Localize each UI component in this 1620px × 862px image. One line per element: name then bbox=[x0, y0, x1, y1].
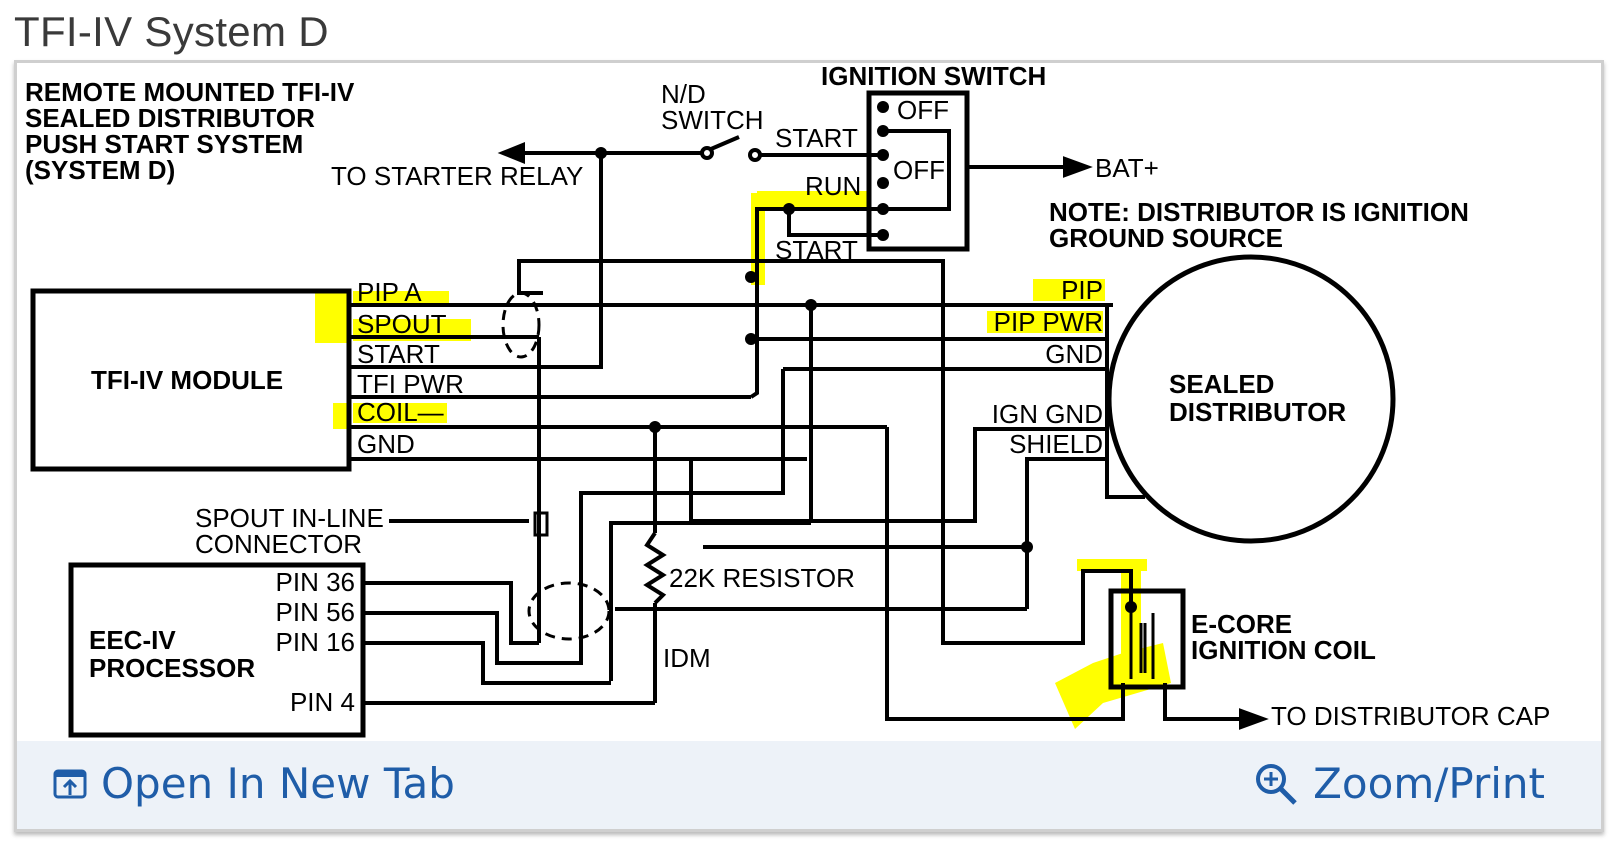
module-pin-pip-a: PIP A bbox=[357, 277, 422, 307]
open-in-new-tab-label: Open In New Tab bbox=[101, 759, 455, 808]
page-title: TFI-IV System D bbox=[14, 8, 329, 55]
open-in-new-tab-link[interactable]: Open In New Tab bbox=[53, 759, 455, 808]
resistor-label: 22K RESISTOR bbox=[669, 563, 855, 593]
note-line-1: NOTE: DISTRIBUTOR IS IGNITION bbox=[1049, 197, 1469, 227]
distributor-label-1: SEALED bbox=[1169, 369, 1274, 399]
dist-pin-pip: PIP bbox=[1061, 275, 1103, 305]
idm-label: IDM bbox=[663, 643, 711, 673]
ignition-switch-box bbox=[866, 90, 970, 252]
nd-switch-label-2: SWITCH bbox=[661, 105, 764, 135]
distributor-label-2: DISTRIBUTOR bbox=[1169, 397, 1346, 427]
to-starter-relay-label: TO STARTER RELAY bbox=[331, 161, 583, 191]
eec-pin-16: PIN 16 bbox=[276, 627, 356, 657]
zoom-in-icon bbox=[1256, 763, 1297, 805]
dist-pin-ign-gnd: IGN GND bbox=[992, 399, 1103, 429]
ignition-run-label: RUN bbox=[805, 171, 861, 201]
eec-pin-36: PIN 36 bbox=[276, 567, 356, 597]
heading-line-2: SEALED DISTRIBUTOR bbox=[25, 103, 315, 133]
ignition-off-1: OFF bbox=[897, 95, 949, 125]
nd-switch-label-1: N/D bbox=[661, 79, 706, 109]
tfi-module-box bbox=[30, 288, 352, 472]
wiring-diagram: REMOTE MOUNTED TFI-IV SEALED DISTRIBUTOR… bbox=[25, 63, 1550, 738]
heading-line-4: (SYSTEM D) bbox=[25, 155, 175, 185]
dist-pin-gnd: GND bbox=[1045, 339, 1103, 369]
distributor-circle bbox=[1106, 254, 1396, 544]
note-line-2: GROUND SOURCE bbox=[1049, 223, 1283, 253]
module-pin-coil: COIL— bbox=[357, 397, 444, 427]
spout-connector-label-2: CONNECTOR bbox=[195, 529, 362, 559]
ignition-start-label: START bbox=[775, 123, 858, 153]
heading-line-1: REMOTE MOUNTED TFI-IV bbox=[25, 77, 355, 107]
tfi-module-label: TFI-IV MODULE bbox=[91, 365, 283, 395]
zoom-print-link[interactable]: Zoom/Print bbox=[1253, 759, 1545, 808]
ignition-coil-box bbox=[1108, 588, 1186, 690]
spout-connector-label-1: SPOUT IN-LINE bbox=[195, 503, 384, 533]
to-distributor-cap-label: TO DISTRIBUTOR CAP bbox=[1271, 701, 1550, 731]
open-new-tab-icon bbox=[53, 769, 87, 798]
dist-pin-pip-pwr: PIP PWR bbox=[994, 307, 1103, 337]
eec-label-2: PROCESSOR bbox=[89, 653, 255, 683]
diagram-card: REMOTE MOUNTED TFI-IV SEALED DISTRIBUTOR… bbox=[14, 60, 1604, 832]
eec-processor-box bbox=[68, 562, 366, 738]
eec-pin-56: PIN 56 bbox=[276, 597, 356, 627]
heading-line-3: PUSH START SYSTEM bbox=[25, 129, 303, 159]
bat-plus-label: BAT+ bbox=[1095, 153, 1159, 183]
eec-pin-4: PIN 4 bbox=[290, 687, 355, 717]
module-pin-spout: SPOUT bbox=[357, 309, 447, 339]
coil-label-2: IGNITION COIL bbox=[1191, 635, 1376, 665]
zoom-print-label: Zoom/Print bbox=[1313, 759, 1545, 808]
dist-pin-shield: SHIELD bbox=[1009, 429, 1103, 459]
module-pin-gnd: GND bbox=[357, 429, 415, 459]
ignition-off-2: OFF bbox=[893, 155, 945, 185]
module-pin-tfi-pwr: TFI PWR bbox=[357, 369, 464, 399]
eec-label-1: EEC-IV bbox=[89, 625, 176, 655]
card-footer: Open In New Tab Zoom/Print bbox=[17, 741, 1601, 829]
coil-label-1: E-CORE bbox=[1191, 609, 1292, 639]
wires bbox=[349, 129, 1269, 730]
ignition-start-label-2: START bbox=[775, 235, 858, 265]
module-pin-start: START bbox=[357, 339, 440, 369]
ignition-switch-title: IGNITION SWITCH bbox=[821, 63, 1046, 91]
